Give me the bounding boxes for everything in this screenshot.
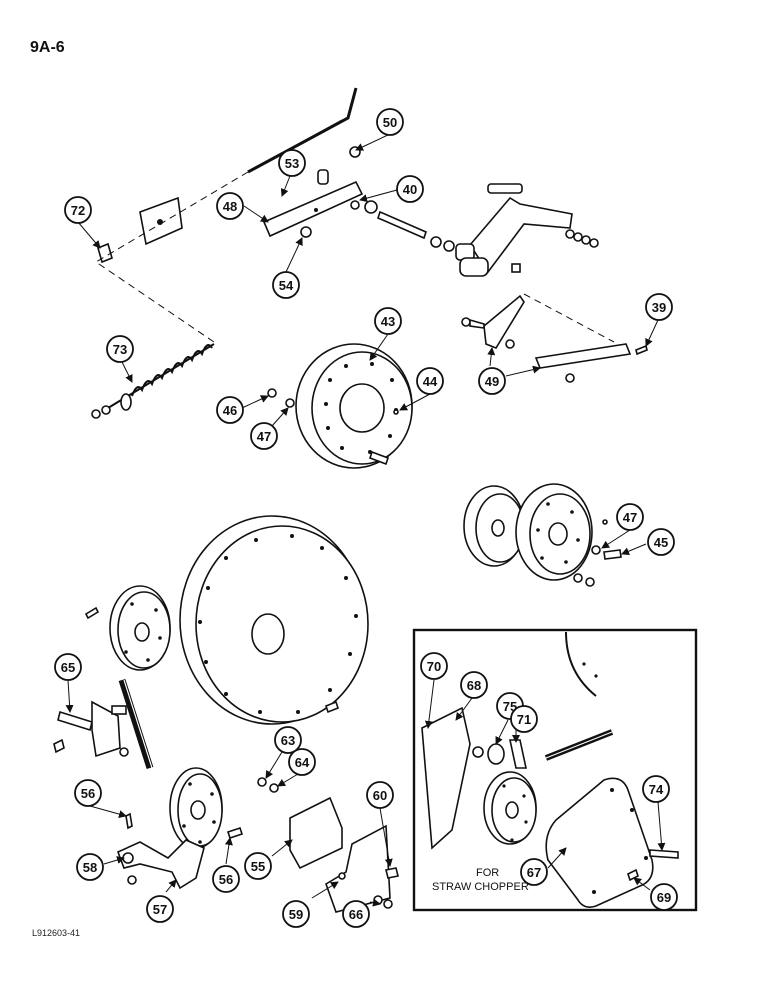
straw-chopper-inset: FOR STRAW CHOPPER: [412, 628, 698, 912]
svg-text:74: 74: [649, 782, 664, 797]
svg-text:58: 58: [83, 860, 97, 875]
lower-bracket: [116, 812, 205, 890]
svg-text:66: 66: [349, 907, 363, 922]
svg-text:56: 56: [219, 872, 233, 887]
idler-bracket: [53, 700, 129, 758]
callout-74: 74: [642, 775, 670, 803]
sheave-43: [267, 343, 413, 469]
callout-57: 57: [146, 895, 174, 923]
callout-56-upper: 56: [74, 779, 102, 807]
callout-47-upper: 47: [250, 422, 278, 450]
svg-text:68: 68: [467, 678, 481, 693]
left-pulley: [84, 585, 171, 770]
callout-39: 39: [645, 293, 673, 321]
svg-text:46: 46: [223, 403, 237, 418]
callout-59: 59: [282, 900, 310, 928]
callout-72: 72: [64, 196, 92, 224]
svg-text:48: 48: [223, 199, 237, 214]
svg-text:55: 55: [251, 859, 265, 874]
callout-44: 44: [416, 367, 444, 395]
callout-43: 43: [374, 307, 402, 335]
svg-text:47: 47: [623, 510, 637, 525]
svg-text:43: 43: [381, 314, 395, 329]
svg-text:50: 50: [383, 115, 397, 130]
svg-text:73: 73: [113, 342, 127, 357]
inset-caption-line1: FOR: [476, 867, 499, 879]
callout-53: 53: [278, 149, 306, 177]
svg-text:49: 49: [485, 374, 499, 389]
callout-56-lower: 56: [212, 865, 240, 893]
leader-lines: [65, 133, 666, 907]
callout-47-right: 47: [616, 503, 644, 531]
callout-55: 55: [244, 852, 272, 880]
svg-text:60: 60: [373, 788, 387, 803]
svg-text:45: 45: [654, 535, 668, 550]
svg-text:64: 64: [295, 755, 310, 770]
svg-text:71: 71: [517, 712, 531, 727]
callout-70: 70: [420, 652, 448, 680]
figure-code: L912603-41: [32, 928, 80, 938]
callout-58: 58: [76, 853, 104, 881]
inset-caption-line2: STRAW CHOPPER: [432, 881, 529, 893]
callout-73: 73: [106, 335, 134, 363]
svg-text:59: 59: [289, 907, 303, 922]
svg-text:67: 67: [527, 865, 541, 880]
callout-60: 60: [366, 781, 394, 809]
svg-text:70: 70: [427, 659, 441, 674]
callout-54: 54: [272, 271, 300, 299]
page-number: 9A-6: [30, 39, 65, 56]
svg-text:65: 65: [61, 660, 75, 675]
bar-48: [262, 180, 364, 238]
upper-linkage: [95, 87, 648, 383]
callout-69: 69: [650, 883, 678, 911]
callout-50: 50: [376, 108, 404, 136]
callout-40: 40: [396, 175, 424, 203]
drive-wheel: [179, 515, 369, 725]
svg-text:72: 72: [71, 203, 85, 218]
svg-text:47: 47: [257, 429, 271, 444]
svg-text:40: 40: [403, 182, 417, 197]
spring-73: [91, 343, 215, 419]
callout-45: 45: [647, 528, 675, 556]
svg-text:53: 53: [285, 156, 299, 171]
callout-71: 71: [510, 705, 538, 733]
callout-49: 49: [478, 367, 506, 395]
svg-text:63: 63: [281, 733, 295, 748]
callout-64: 64: [288, 748, 316, 776]
callout-68: 68: [460, 671, 488, 699]
callout-65: 65: [54, 653, 82, 681]
callout-48: 48: [216, 192, 244, 220]
svg-text:39: 39: [652, 300, 666, 315]
plates-55-59: [257, 777, 399, 913]
callout-67: 67: [520, 858, 548, 886]
svg-text:69: 69: [657, 890, 671, 905]
svg-text:56: 56: [81, 786, 95, 801]
callout-66: 66: [342, 900, 370, 928]
svg-text:57: 57: [153, 902, 167, 917]
callout-46: 46: [216, 396, 244, 424]
callout-63: 63: [274, 726, 302, 754]
lower-pulley: [169, 767, 244, 849]
svg-text:44: 44: [423, 374, 438, 389]
svg-text:54: 54: [279, 278, 294, 293]
pulley-pair: [463, 483, 622, 587]
